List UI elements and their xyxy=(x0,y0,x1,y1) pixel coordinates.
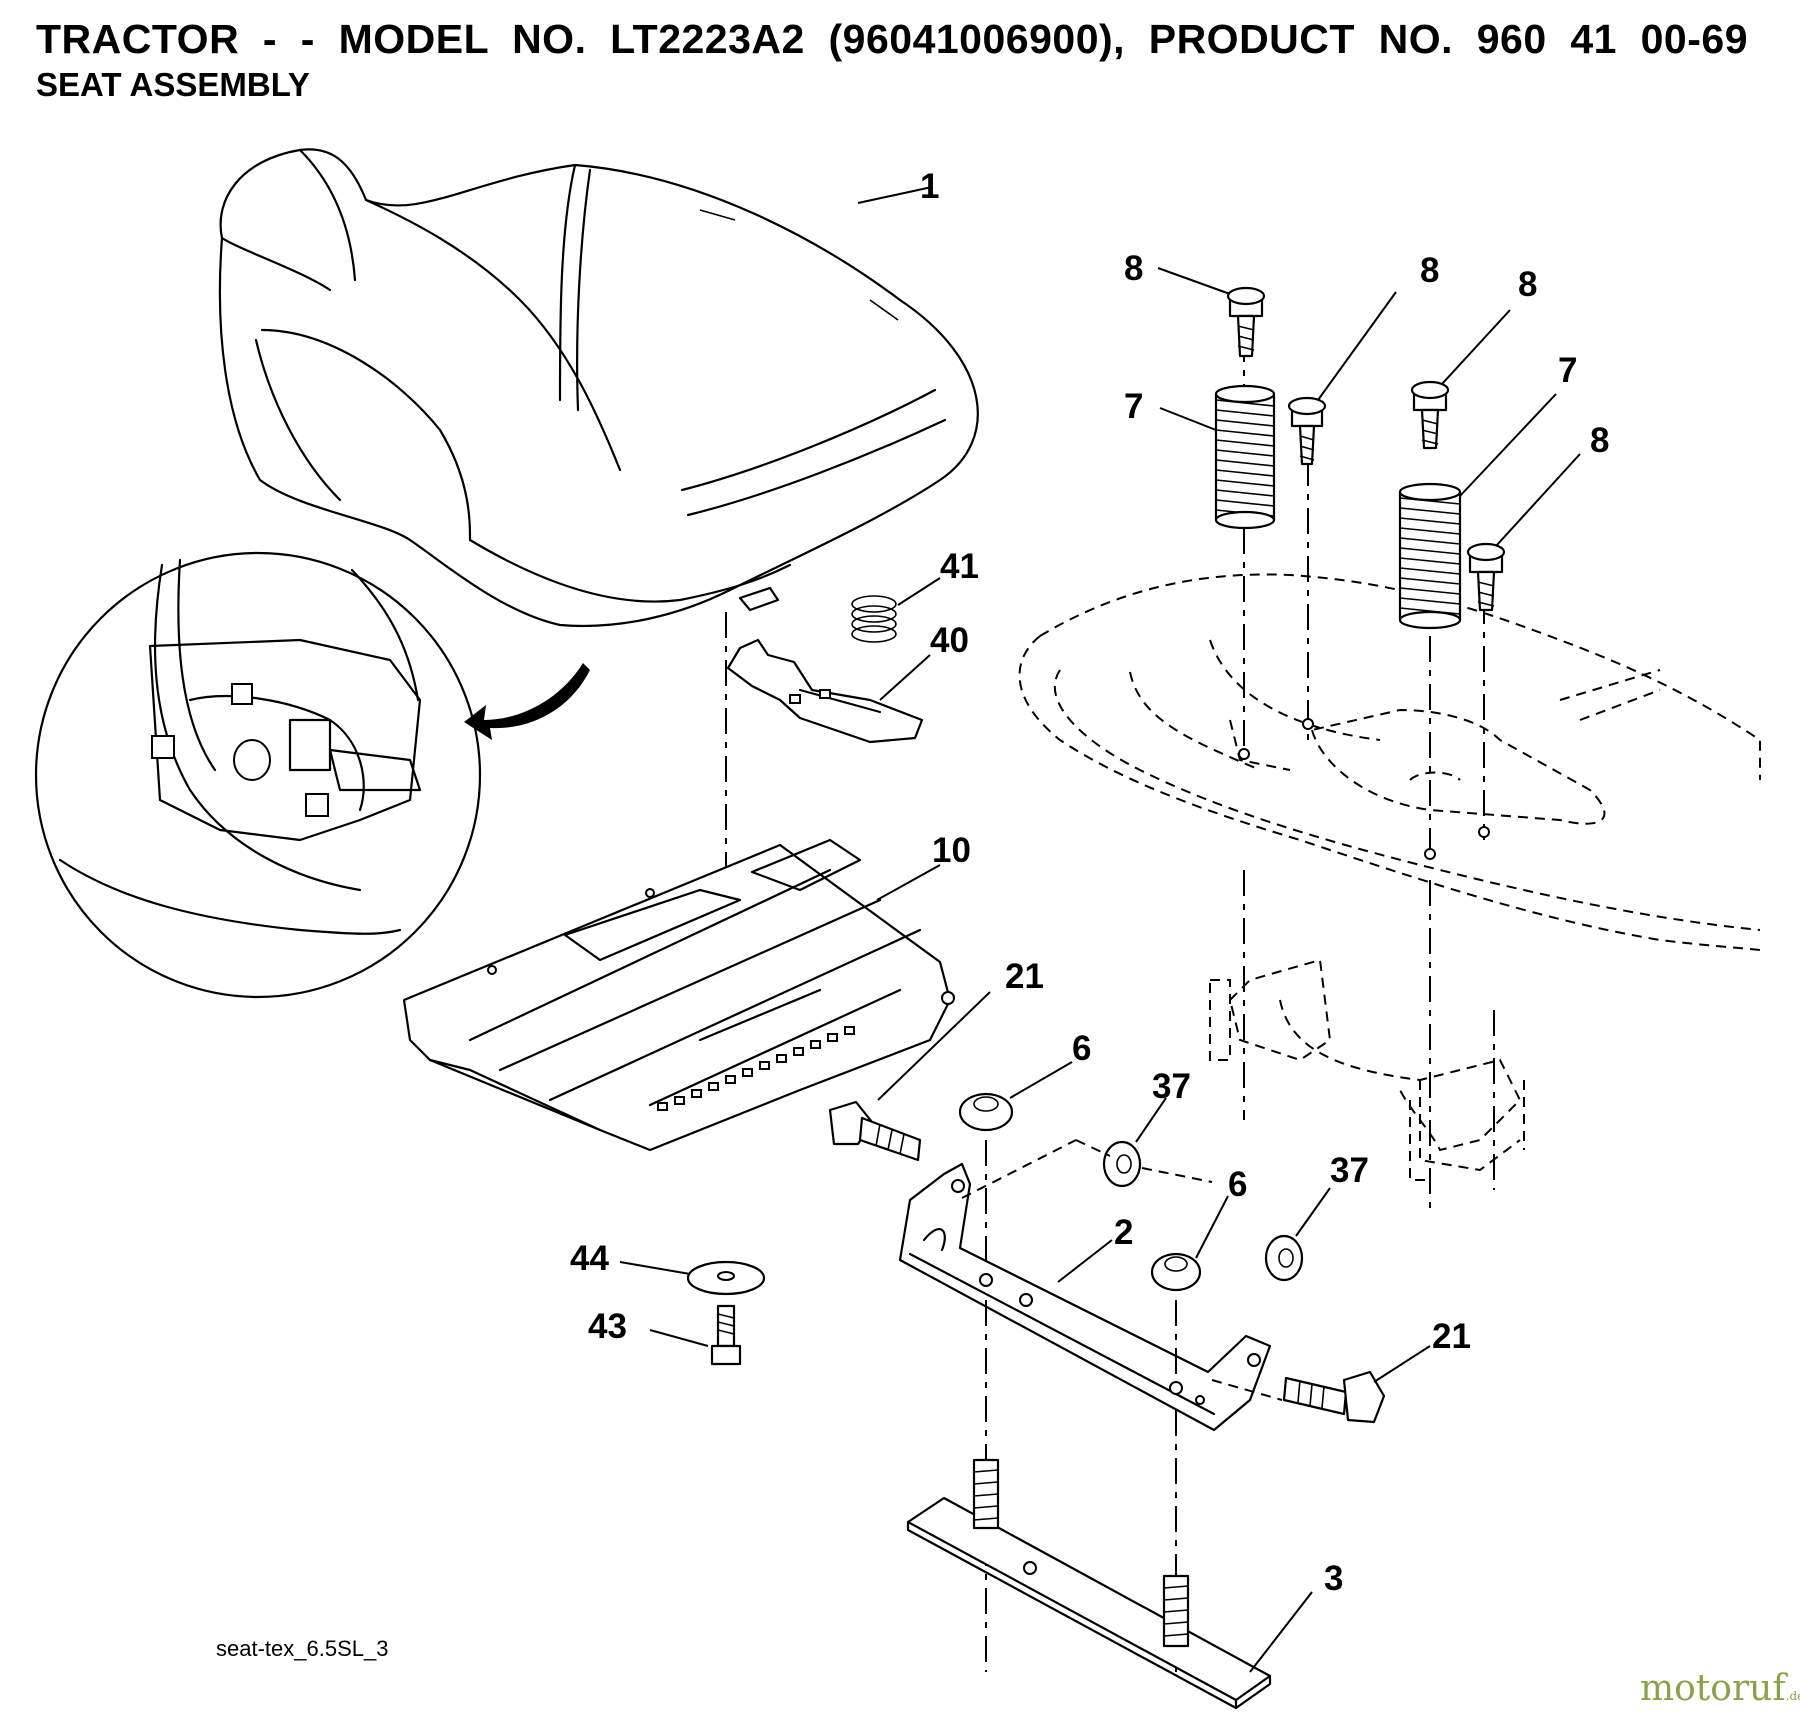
callout-small-spring: 41 xyxy=(940,547,979,586)
plate-stud-left xyxy=(972,1458,1000,1530)
bolt-right: 21 xyxy=(1282,1317,1471,1424)
callout-bolt-b: 8 xyxy=(1420,251,1439,290)
callout-locknut-upper: 37 xyxy=(1152,1067,1191,1106)
watermark-text: motoruf xyxy=(1640,1668,1786,1709)
callout-bolt-d: 8 xyxy=(1590,421,1609,460)
watermark-suffix: .de xyxy=(1785,1689,1800,1703)
screw: 43 xyxy=(588,1304,742,1366)
seat-pan-slots xyxy=(657,1026,855,1111)
callout-bracket: 2 xyxy=(1114,1213,1133,1252)
callout-bolt-a: 8 xyxy=(1124,249,1143,288)
page-subtitle: SEAT ASSEMBLY xyxy=(36,66,310,103)
page-title: TRACTOR - - MODEL NO. LT2223A2 (96041006… xyxy=(36,16,1748,62)
bolt-a: 8 xyxy=(1124,249,1266,358)
watermark-logo: motoruf.de xyxy=(1640,1668,1800,1709)
callout-spring-right: 7 xyxy=(1558,351,1577,390)
detail-arrow xyxy=(464,663,590,740)
seat-cushion: 1 xyxy=(218,148,979,628)
nut-left: 6 xyxy=(958,1029,1091,1132)
callout-seat-pan: 10 xyxy=(932,831,971,870)
callout-nut-right: 6 xyxy=(1228,1165,1247,1204)
plate-stud-right xyxy=(1162,1574,1190,1648)
bolt-b: 8 xyxy=(1287,251,1439,466)
callout-bolt-right: 21 xyxy=(1432,1317,1471,1356)
small-spring: 41 xyxy=(851,547,979,643)
spring-left: 7 xyxy=(1124,384,1276,530)
locknut-lower: 37 xyxy=(1264,1151,1369,1282)
fender-outline xyxy=(1018,573,1761,1181)
bolt-d: 8 xyxy=(1466,421,1609,612)
mounting-plate: 3 xyxy=(906,1458,1343,1710)
seat-bracket: 2 xyxy=(898,1162,1272,1432)
callout-bolt-left: 21 xyxy=(1005,957,1044,996)
callout-locknut-lower: 37 xyxy=(1330,1151,1369,1190)
drawing-code: seat-tex_6.5SL_3 xyxy=(216,1636,389,1661)
callout-spring-left: 7 xyxy=(1124,387,1143,426)
bolt-c: 8 xyxy=(1410,265,1537,450)
detail-inset-circle xyxy=(34,551,482,999)
locknut-upper: 37 xyxy=(1102,1067,1191,1188)
callout-screw: 43 xyxy=(588,1307,627,1346)
callout-plate: 3 xyxy=(1324,1559,1343,1598)
callout-clip: 40 xyxy=(930,621,969,660)
callout-bolt-c: 8 xyxy=(1518,265,1537,304)
nut-right: 6 xyxy=(1150,1165,1247,1292)
callout-nut-left: 6 xyxy=(1072,1029,1091,1068)
bolt-left: 21 xyxy=(828,957,1044,1162)
seat-clip: 40 xyxy=(726,621,969,744)
washer: 44 xyxy=(570,1239,766,1296)
spring-right: 7 xyxy=(1398,351,1577,630)
seat-pan: 10 xyxy=(402,831,971,1152)
callout-washer: 44 xyxy=(570,1239,609,1278)
callout-seat: 1 xyxy=(920,167,939,206)
